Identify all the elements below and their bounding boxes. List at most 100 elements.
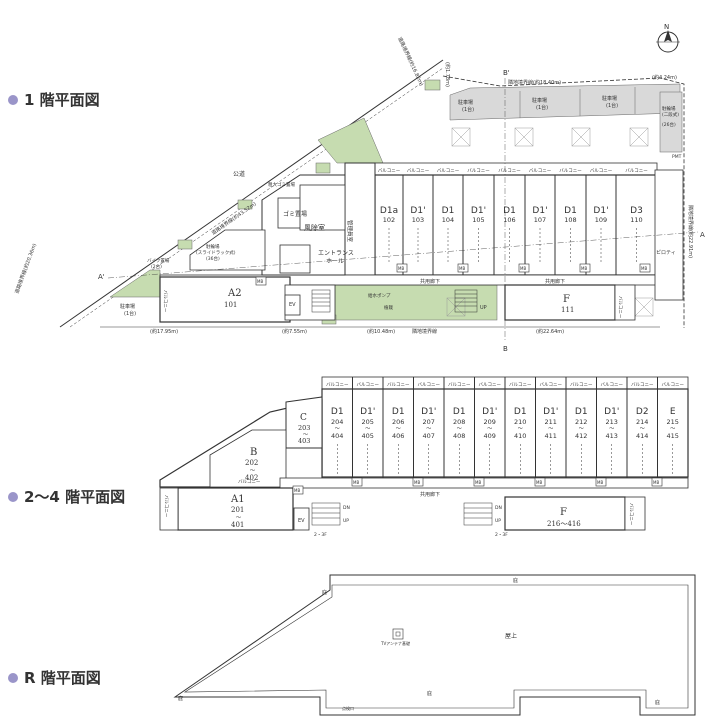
unit-type: D1 bbox=[453, 407, 466, 417]
unit-number: 205 bbox=[362, 418, 374, 426]
balcony-label: バルコニー bbox=[437, 168, 460, 174]
mb-label: MB bbox=[581, 266, 587, 271]
unit-type: D1' bbox=[482, 407, 497, 417]
unit-b-tilde: 〜 bbox=[250, 468, 255, 474]
up-label: UP bbox=[343, 518, 349, 524]
unit-number: 211 bbox=[545, 418, 557, 426]
heading-floor2to4: 2〜4 階平面図 bbox=[8, 486, 125, 507]
unit-number: 110 bbox=[630, 216, 642, 224]
balcony-label: バルコニー bbox=[625, 168, 648, 174]
unit-range-tilde: 〜 bbox=[487, 426, 492, 432]
garbage-large-label: 粗大ゴミ置場 bbox=[268, 181, 295, 188]
balcony-label: バルコニー bbox=[467, 168, 490, 174]
mb-label: MB bbox=[398, 266, 404, 271]
unit-number: 213 bbox=[606, 418, 618, 426]
unit-range: 407 bbox=[423, 432, 435, 440]
balcony-label-f: バルコニー bbox=[628, 503, 634, 526]
unit-range-tilde: 〜 bbox=[609, 426, 614, 432]
unit-type: D2 bbox=[636, 407, 649, 417]
dim-424: (約4.24m) bbox=[652, 74, 677, 81]
unit-type: D1 bbox=[392, 407, 405, 417]
dim-2264: (約22.64m) bbox=[536, 328, 564, 335]
balcony-label: バルコニー bbox=[479, 382, 502, 388]
bike-parking-label: 駐輪場(二段式) bbox=[662, 105, 679, 118]
ev-label: EV bbox=[289, 302, 296, 308]
roof-label: 屋上 bbox=[505, 632, 517, 640]
unit-number: 102 bbox=[383, 216, 395, 224]
pilotis-label: ピロティ bbox=[656, 250, 676, 256]
garbage-label: ゴミ置場 bbox=[283, 210, 307, 218]
unit-range-tilde: 〜 bbox=[640, 426, 645, 432]
unit-range: 405 bbox=[362, 432, 374, 440]
parking-label-4: 駐車場(1台) bbox=[120, 303, 136, 317]
mb-label: MB bbox=[475, 480, 481, 485]
unit-range: 411 bbox=[545, 432, 557, 440]
road-west-label: 公道 bbox=[233, 170, 245, 178]
unit-a2-no: 101 bbox=[224, 301, 237, 309]
unit-range-tilde: 〜 bbox=[548, 426, 553, 432]
parking-label-1: 駐車場(1台) bbox=[458, 99, 474, 113]
unit-number: 104 bbox=[442, 216, 454, 224]
bike-slide-label: 駐輪場(スライドラック式)(36台) bbox=[196, 243, 236, 262]
unit-type: D1' bbox=[360, 407, 375, 417]
parking-label-2: 駐車場(1台) bbox=[532, 97, 548, 111]
dim-1795: (約17.95m) bbox=[150, 328, 178, 335]
unit-number: 210 bbox=[514, 418, 526, 426]
balcony-label-a2: バルコニー bbox=[162, 290, 168, 313]
pump-label: 給水ポンプ bbox=[368, 292, 391, 299]
unit-number: 106 bbox=[503, 216, 515, 224]
balcony-label: バルコニー bbox=[387, 382, 410, 388]
stair-label-2: 2・3F bbox=[495, 532, 508, 538]
pmt-label: PMT bbox=[672, 154, 682, 160]
unit-range: 406 bbox=[392, 432, 404, 440]
unit-type: D1a bbox=[380, 206, 398, 216]
floor1-plan: N 駐車場(1台) 駐車場(1台) 駐車場(1台) 駐車場(1台) 駐輪場(二段… bbox=[13, 23, 705, 353]
unit-number: 204 bbox=[331, 418, 343, 426]
dn-label: DN bbox=[495, 505, 502, 511]
unit-type: D1' bbox=[471, 206, 486, 216]
mb-label: MB bbox=[520, 266, 526, 271]
unit-c-tilde: 〜 bbox=[303, 432, 308, 438]
balcony-label: バルコニー bbox=[559, 168, 582, 174]
up-label: UP bbox=[480, 305, 487, 311]
balcony-label: バルコニー bbox=[378, 168, 401, 174]
unit-number: 103 bbox=[412, 216, 424, 224]
unit-b-range: 402 bbox=[245, 474, 258, 482]
unit-type: D1 bbox=[331, 407, 344, 417]
balcony-label: バルコニー bbox=[418, 382, 441, 388]
section-b: B bbox=[503, 345, 508, 353]
unit-range-tilde: 〜 bbox=[365, 426, 370, 432]
unit-range-tilde: 〜 bbox=[670, 426, 675, 432]
unit-a1-type: A1 bbox=[230, 494, 245, 505]
unit-range: 415 bbox=[667, 432, 679, 440]
ridge-label-sw: 庇 bbox=[178, 695, 183, 702]
unit-number: 214 bbox=[636, 418, 648, 426]
unit-f-no: 111 bbox=[561, 306, 574, 314]
heading-bullet-icon bbox=[8, 491, 18, 502]
balcony-label-b: バルコニー bbox=[238, 479, 261, 485]
unit-f-no: 216〜416 bbox=[547, 520, 581, 528]
unit-a1-tilde: 〜 bbox=[236, 515, 241, 521]
balcony-label: バルコニー bbox=[662, 382, 685, 388]
balcony-label: バルコニー bbox=[326, 382, 349, 388]
planting-label: 植栽 bbox=[384, 304, 393, 311]
entrance-hall-label: エントランスホール bbox=[318, 250, 354, 265]
north-arrow-icon: N bbox=[656, 23, 680, 53]
unit-range-tilde: 〜 bbox=[426, 426, 431, 432]
balcony-label: バルコニー bbox=[448, 382, 471, 388]
unit-type: D1' bbox=[421, 407, 436, 417]
balcony-label: バルコニー bbox=[631, 382, 654, 388]
unit-number: 107 bbox=[534, 216, 546, 224]
unit-range: 410 bbox=[514, 432, 526, 440]
section-b2: B' bbox=[503, 69, 510, 77]
unit-number: 209 bbox=[484, 418, 496, 426]
unit-c-no: 203 bbox=[298, 424, 310, 432]
stair-label-1: 2・3F bbox=[314, 532, 327, 538]
unit-type: D1' bbox=[604, 407, 619, 417]
roof-plan: 屋上 TVアンテナ基礎 庇 庇 庇 庇 庇 点検口 bbox=[173, 574, 696, 716]
balcony-label: バルコニー bbox=[570, 382, 593, 388]
unit-type: D1 bbox=[514, 407, 527, 417]
unit-range: 408 bbox=[453, 432, 465, 440]
dim-178: (約1.78m) bbox=[444, 62, 451, 87]
unit-type: D1 bbox=[575, 407, 588, 417]
